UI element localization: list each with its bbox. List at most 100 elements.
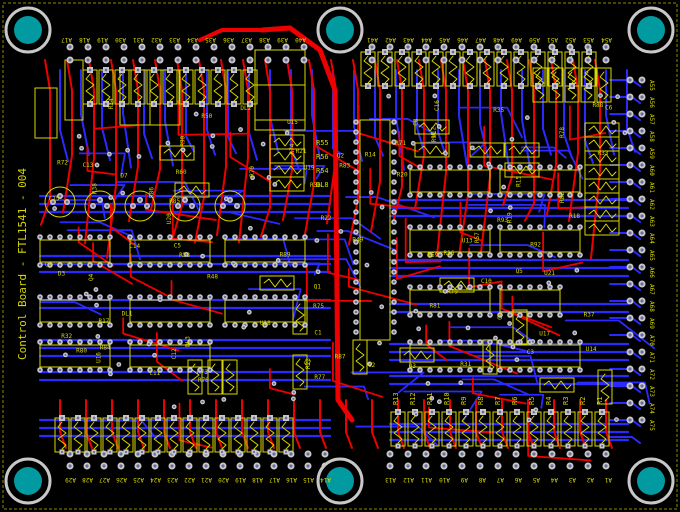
pad-hole	[508, 253, 512, 257]
pad-hole	[306, 452, 310, 456]
pad-hole	[519, 50, 523, 54]
pad-hole	[354, 140, 358, 144]
pad-hole	[466, 326, 470, 329]
connector-label: A37	[241, 36, 252, 43]
pad-hole	[640, 163, 644, 167]
pad-hole	[518, 193, 522, 197]
component-label: R21	[296, 148, 307, 155]
pad-hole	[138, 235, 142, 239]
pad-hole	[558, 165, 562, 169]
pad-hole	[68, 295, 72, 299]
pad-hole	[448, 165, 452, 169]
pad-hole	[138, 368, 142, 372]
pad-hole	[78, 135, 81, 138]
resistor-label: R8	[477, 397, 485, 405]
connector-label: A3	[568, 476, 576, 483]
pad-hole	[640, 299, 644, 303]
component-label: U16	[95, 352, 102, 363]
pad-hole	[458, 368, 462, 372]
pad-hole	[428, 368, 432, 372]
pad-hole	[573, 331, 576, 335]
connector-label: A23	[167, 476, 178, 483]
pad-hole	[392, 250, 396, 254]
bottom-trace	[576, 381, 651, 405]
pad-hole	[508, 225, 512, 229]
top-trace	[527, 417, 592, 462]
resistor-outline	[414, 119, 450, 135]
pad-hole	[628, 282, 632, 286]
mounting-hole	[637, 16, 665, 44]
pad-hole	[532, 45, 536, 49]
ic-outline	[359, 119, 391, 341]
pad-hole	[478, 285, 482, 289]
resistor-label: R2	[579, 397, 587, 405]
pad-hole	[60, 450, 64, 454]
bottom-trace	[467, 203, 546, 229]
pad-hole	[428, 253, 432, 257]
pad-hole	[640, 129, 644, 133]
pad-hole	[578, 165, 582, 169]
component-label: R38	[92, 183, 99, 194]
connector-label: A15	[303, 476, 314, 483]
pad-hole	[273, 295, 277, 299]
pad-hole	[64, 353, 67, 356]
pad-hole	[252, 416, 256, 420]
component-label: Q3	[409, 363, 417, 370]
top-trace	[62, 59, 73, 214]
pad-hole	[88, 295, 92, 299]
connector-label: A71	[648, 352, 655, 363]
component-label: U20	[166, 213, 173, 224]
pad-hole	[221, 204, 225, 208]
pad-hole	[223, 323, 227, 327]
resistor-outline	[399, 347, 435, 363]
pad-hole	[188, 368, 192, 372]
pad-hole	[178, 368, 182, 372]
pad-hole	[104, 68, 108, 72]
pad-hole	[153, 464, 157, 468]
resistor-zigzag	[588, 139, 617, 149]
pad-hole	[188, 340, 192, 344]
resistor-label: R56	[316, 153, 329, 161]
pad-hole	[392, 120, 396, 124]
pad-hole	[468, 253, 472, 257]
pad-hole	[286, 131, 289, 135]
resistor-zigzag	[163, 148, 192, 158]
mounting-hole	[326, 16, 354, 44]
connector-label: A72	[648, 369, 655, 380]
pad-hole	[583, 410, 587, 414]
connector-label: A66	[648, 267, 655, 278]
component-label: R23	[305, 358, 312, 369]
pad-hole	[604, 452, 608, 456]
pad-hole	[88, 323, 92, 327]
pad-hole	[178, 323, 182, 327]
pad-hole	[600, 410, 604, 414]
pad-hole	[568, 253, 572, 257]
silkscreen-labels: Control Board - FTL1541 - 004 R55R56R54D…	[16, 36, 655, 483]
pad-hole	[68, 340, 72, 344]
connector-label: A28	[82, 476, 93, 483]
pad-hole	[628, 316, 632, 320]
component-label: DL2	[240, 105, 251, 112]
ic-outline	[39, 299, 111, 323]
pad-hole	[201, 400, 204, 404]
pad-hole	[640, 333, 644, 337]
pad-hole	[438, 285, 442, 289]
component-label: R93	[497, 217, 508, 224]
pad-hole	[640, 248, 644, 252]
pad-hole	[78, 235, 82, 239]
pad-hole	[204, 464, 208, 468]
pad-hole	[58, 235, 62, 239]
pad-hole	[306, 464, 310, 468]
pad-hole	[91, 204, 95, 208]
pad-hole	[392, 280, 396, 284]
connector-label: A25	[133, 476, 144, 483]
pad-hole	[188, 323, 192, 327]
pad-hole	[448, 368, 452, 372]
resistor-label: R12	[409, 392, 417, 405]
pad-hole	[460, 452, 464, 456]
top-trace	[369, 168, 421, 210]
pad-hole	[514, 45, 518, 49]
pad-hole	[392, 140, 396, 144]
pad-hole	[98, 263, 102, 267]
connector-label: A32	[151, 36, 162, 43]
